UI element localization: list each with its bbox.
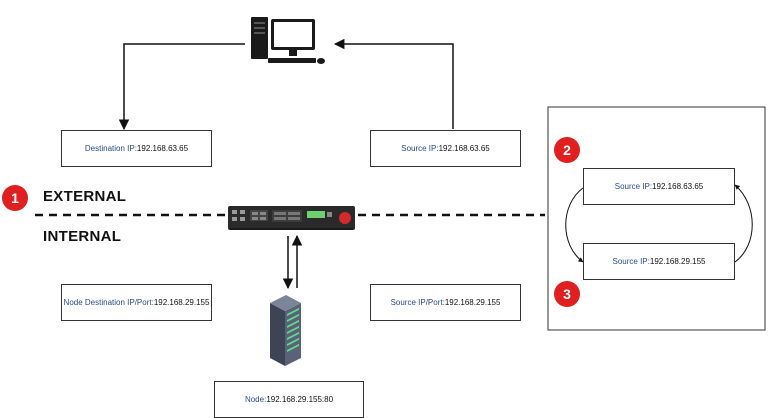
- server-tower-icon: [270, 295, 301, 366]
- panel-source-before-value: 192.168.63.65: [652, 182, 704, 191]
- node-destination-box: Node Destination IP/Port:192.168.29.155: [61, 284, 212, 321]
- curve-arrow-left: [565, 187, 584, 263]
- panel-source-after-box: Source IP:192.168.29.155: [583, 243, 735, 280]
- source-ip-port-value: 192.168.29.155: [444, 298, 501, 307]
- arrow-from-source: [333, 38, 454, 129]
- curve-arrow-right: [734, 184, 753, 263]
- node-value: 192.168.29.155:80: [266, 395, 334, 404]
- snat-panel: [547, 106, 766, 331]
- node-box: Node:192.168.29.155:80: [214, 381, 364, 418]
- destination-ip-value: 192.168.63.65: [136, 144, 189, 153]
- internal-zone-label: INTERNAL: [43, 228, 122, 245]
- step-badge-2: 2: [554, 137, 580, 163]
- node-destination-value: 192.168.29.155: [153, 298, 210, 307]
- source-ip-value: 192.168.63.65: [438, 144, 490, 153]
- source-ip-box: Source IP:192.168.63.65: [370, 130, 521, 167]
- step-badge-3: 3: [554, 281, 580, 307]
- desktop-computer-icon: [251, 17, 325, 64]
- arrow-to-destination: [118, 43, 245, 131]
- destination-ip-box: Destination IP:192.168.63.65: [61, 130, 212, 167]
- panel-source-after-label: Source IP:: [612, 257, 650, 266]
- node-label: Node:: [244, 395, 267, 404]
- source-ip-port-label: Source IP/Port:: [390, 298, 445, 307]
- source-ip-port-box: Source IP/Port:192.168.29.155: [370, 284, 521, 321]
- source-ip-label: Source IP:: [401, 144, 439, 153]
- node-destination-label: Node Destination IP/Port:: [63, 298, 154, 307]
- external-zone-label: EXTERNAL: [43, 188, 127, 205]
- panel-source-before-label: Source IP:: [614, 182, 653, 191]
- step-badge-1: 1: [2, 185, 28, 211]
- destination-ip-label: Destination IP:: [84, 144, 137, 153]
- load-balancer-appliance-icon: [228, 206, 355, 230]
- panel-source-before-box: Source IP:192.168.63.65: [583, 168, 735, 205]
- panel-source-after-value: 192.168.29.155: [649, 257, 706, 266]
